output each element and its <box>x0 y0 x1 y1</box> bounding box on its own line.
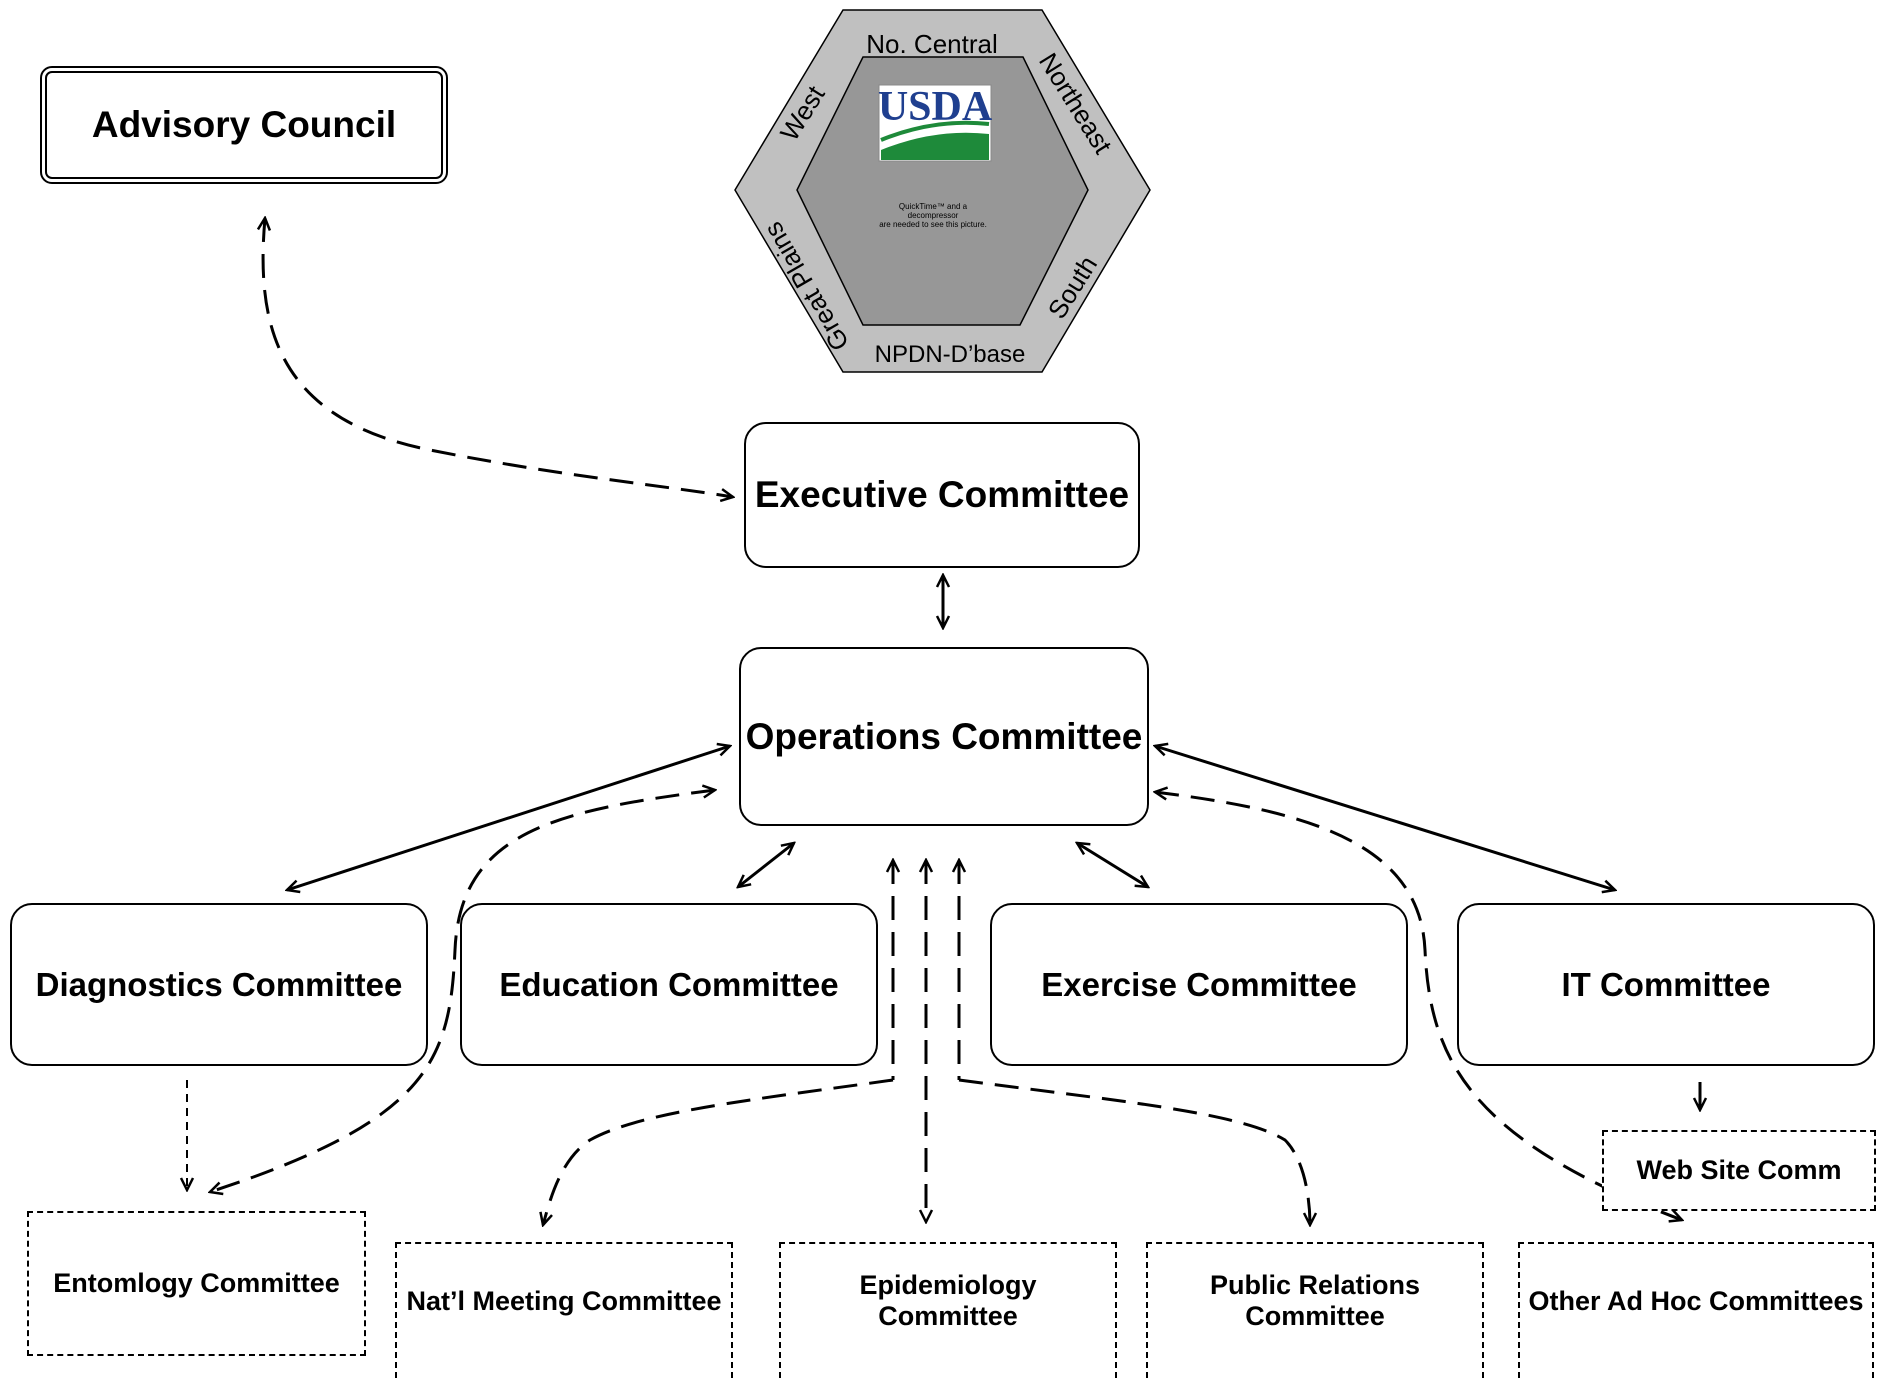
region-label-no-central: No. Central <box>866 29 998 59</box>
operations-committee-label: Operations Committee <box>745 715 1143 757</box>
epidemiology-committee-box[interactable]: Epidemiology Committee <box>779 1242 1117 1378</box>
other-ad-hoc-committees-box[interactable]: Other Ad Hoc Committees <box>1518 1242 1874 1378</box>
diagnostics-committee-label: Diagnostics Committee <box>35 965 403 1003</box>
it-committee-box[interactable]: IT Committee <box>1457 903 1875 1066</box>
education-committee-label: Education Committee <box>499 965 839 1003</box>
public-relations-committee-label: Public Relations Committee <box>1209 1270 1421 1331</box>
operations-committee-box[interactable]: Operations Committee <box>739 647 1149 826</box>
advisory-council-box[interactable]: Advisory Council <box>40 66 448 184</box>
usda-logo: USDA <box>878 84 993 162</box>
connector-natl-meeting-curve <box>543 1078 894 1225</box>
executive-committee-label: Executive Committee <box>754 474 1130 515</box>
connector-operations-exercise <box>1077 843 1148 887</box>
epidemiology-committee-label: Epidemiology Committee <box>859 1270 1037 1331</box>
entomology-committee-label: Entomlogy Committee <box>53 1268 340 1298</box>
seal-inner-hexagon <box>796 56 1089 326</box>
natl-meeting-committee-label: Nat’l Meeting Committee <box>406 1285 722 1316</box>
placeholder-line-2: decompressor <box>908 211 959 220</box>
placeholder-line-1: QuickTime™ and a <box>899 202 968 211</box>
diagnostics-committee-box[interactable]: Diagnostics Committee <box>10 903 428 1066</box>
executive-committee-box[interactable]: Executive Committee <box>744 422 1140 568</box>
connector-operations-adhoc <box>1155 792 1682 1220</box>
connector-operations-education <box>738 843 794 887</box>
education-committee-box[interactable]: Education Committee <box>460 903 878 1066</box>
placeholder-line-3: are needed to see this picture. <box>879 220 987 229</box>
other-ad-hoc-committees-label: Other Ad Hoc Committees <box>1528 1285 1864 1316</box>
connector-operations-it <box>1155 746 1615 890</box>
advisory-council-label: Advisory Council <box>91 104 397 145</box>
connector-advisory-executive <box>263 218 733 497</box>
natl-meeting-committee-box[interactable]: Nat’l Meeting Committee <box>395 1242 733 1378</box>
connector-public-relations-curve <box>958 1078 1310 1225</box>
connector-operations-diagnostics <box>287 746 730 890</box>
public-relations-committee-box[interactable]: Public Relations Committee <box>1146 1242 1484 1378</box>
web-site-comm-label: Web Site Comm <box>1636 1155 1842 1185</box>
it-committee-label: IT Committee <box>1561 965 1771 1003</box>
npdn-seal: USDA QuickTime™ and a decompressor are n… <box>734 9 1151 373</box>
region-label-npdn-dbase: NPDN-D’base <box>875 341 1026 368</box>
web-site-comm-box[interactable]: Web Site Comm <box>1602 1130 1876 1211</box>
connector-operations-entomology <box>210 790 715 1192</box>
exercise-committee-label: Exercise Committee <box>1041 965 1357 1003</box>
entomology-committee-box[interactable]: Entomlogy Committee <box>27 1211 366 1356</box>
exercise-committee-box[interactable]: Exercise Committee <box>990 903 1408 1066</box>
